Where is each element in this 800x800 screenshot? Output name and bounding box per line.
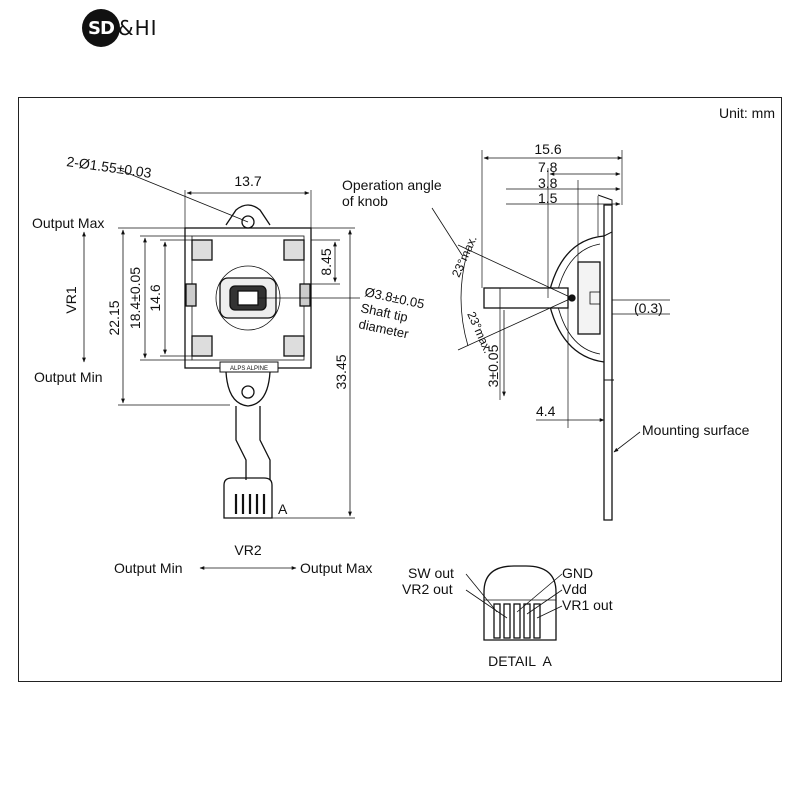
vr2-out-label: VR2 out	[402, 581, 453, 597]
dim-22-15: 22.15	[106, 300, 122, 335]
hole-spec: 2-Ø1.55±0.03	[66, 153, 153, 181]
brand-text: &HI	[118, 16, 158, 40]
dim-4-4: 4.4	[536, 403, 556, 419]
detail-a	[465, 565, 563, 641]
dim-14-6: 14.6	[147, 284, 163, 311]
detail-a-title: DETAIL A	[488, 653, 552, 669]
vr1-out-label: VR1 out	[562, 597, 613, 613]
dim-3-8: 3.8	[538, 175, 558, 191]
front-view	[82, 169, 360, 570]
dim-7-8: 7.8	[538, 159, 558, 175]
vr2-label: VR2	[234, 542, 261, 558]
dim-3-0-05: 3±0.05	[485, 344, 501, 387]
sw-out-label: SW out	[408, 565, 454, 581]
angle-top: 23°max.	[449, 233, 480, 279]
unit-label: Unit: mm	[719, 105, 775, 121]
operation-angle-2: of knob	[342, 193, 388, 209]
vr1-label: VR1	[63, 286, 79, 313]
connector-mark: A	[278, 501, 288, 517]
brand-plate: ALPS ALPINE	[230, 366, 268, 372]
operation-angle-1: Operation angle	[342, 177, 442, 193]
dim-0-3: (0.3)	[634, 300, 663, 316]
vdd-label: Vdd	[562, 581, 587, 597]
brand-badge: SD	[82, 9, 120, 47]
dim-1-5: 1.5	[538, 190, 558, 206]
mounting-surface-label: Mounting surface	[642, 422, 750, 438]
dim-33-45: 33.45	[333, 354, 349, 389]
dim-8-45: 8.45	[318, 248, 334, 275]
brand-logo: SD &HI	[82, 8, 158, 48]
output-max-left: Output Max	[32, 215, 104, 231]
output-min-bottom: Output Min	[114, 560, 182, 576]
dim-15-6: 15.6	[534, 141, 561, 157]
drawing-frame	[18, 97, 782, 682]
dim-13-7: 13.7	[234, 173, 261, 189]
output-max-bottom: Output Max	[300, 560, 372, 576]
output-min-left: Output Min	[34, 369, 102, 385]
side-view	[431, 150, 670, 521]
dim-18-4: 18.4±0.05	[127, 267, 143, 329]
gnd-label: GND	[562, 565, 593, 581]
